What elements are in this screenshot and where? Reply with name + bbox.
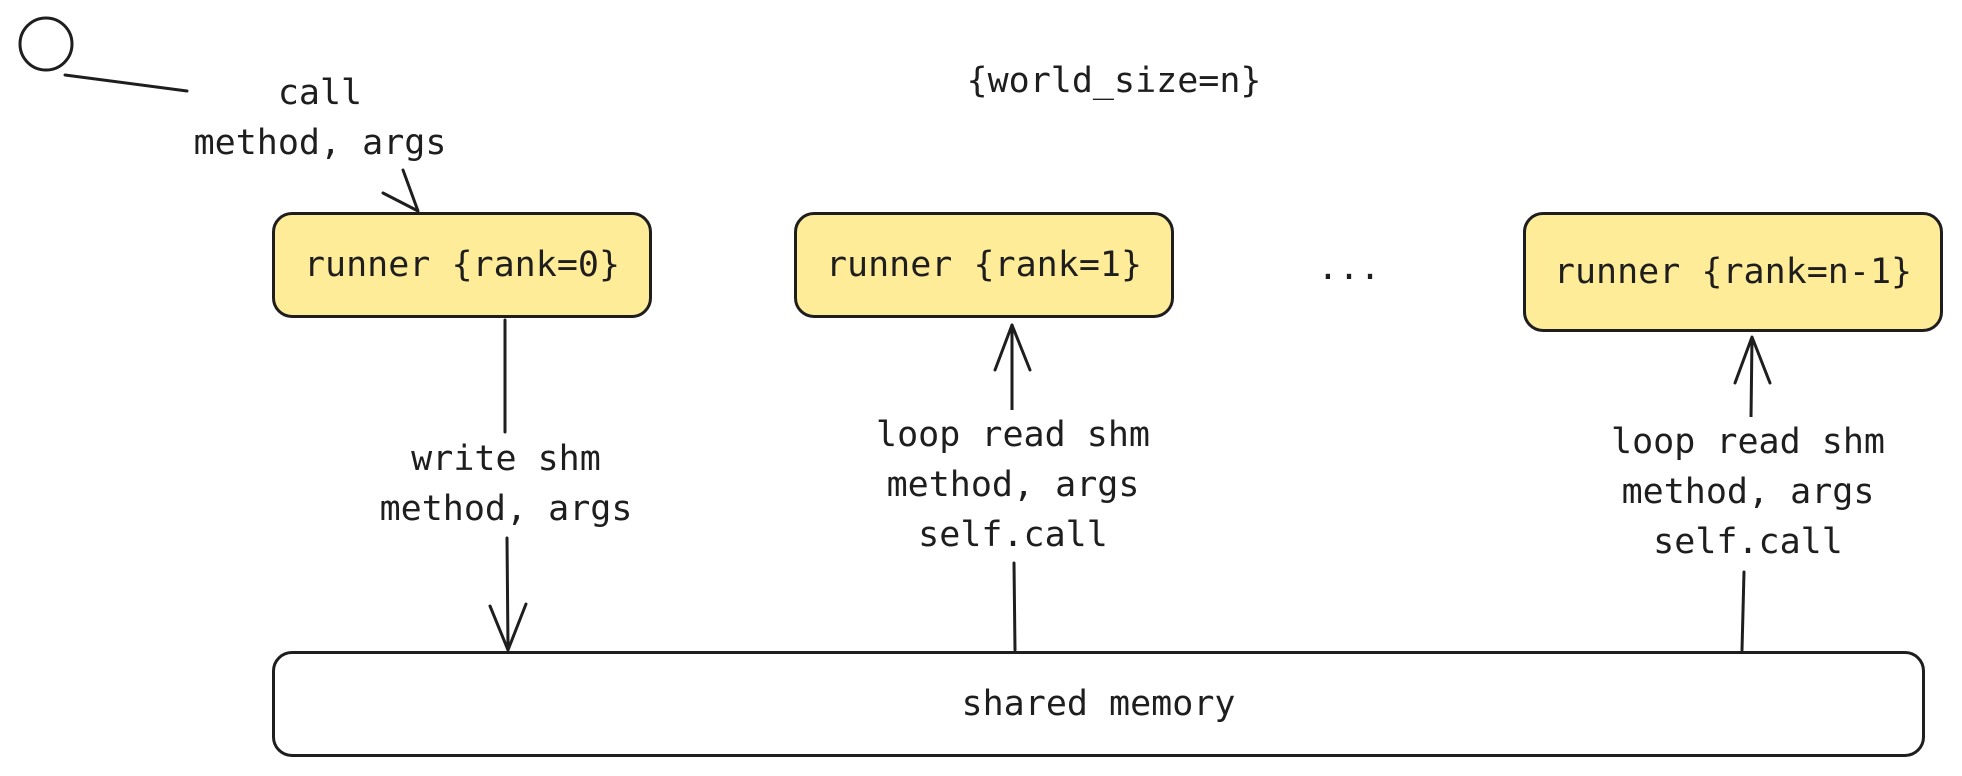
edge-write-bottom [505,536,510,650]
runner-rank-1-box: runner {rank=1} [794,212,1174,318]
actor-call-label: call method, args [193,68,447,168]
runner-rank-1-label: runner {rank=1} [825,245,1143,285]
runner-rank-n-1-box: runner {rank=n-1} [1523,212,1943,332]
edge-read-n1-bottom [1740,570,1746,652]
actor-line [63,73,189,93]
shared-memory-label: shared memory [961,684,1236,724]
actor-circle-icon [18,16,74,72]
edge-read-n1-arrowhead [1733,335,1772,385]
shared-memory-box: shared memory [272,651,1925,757]
ellipsis: ... [1317,248,1381,288]
actor-arrowhead [381,168,420,213]
edge-read-1-arrowhead [993,323,1032,372]
edge-read-1-label: loop read shm method, args self.call [876,410,1150,560]
runner-rank-0-box: runner {rank=0} [272,212,652,318]
runner-rank-0-label: runner {rank=0} [303,245,621,285]
edge-write-label: write shm method, args [379,434,633,534]
edge-write-arrowhead [488,602,528,652]
runner-rank-n-1-label: runner {rank=n-1} [1553,252,1913,292]
world-size-label: {world_size=n} [966,56,1262,106]
edge-read-1-bottom [1012,561,1017,652]
edge-read-n1-label: loop read shm method, args self.call [1611,417,1885,567]
edge-read-n1-top [1749,336,1754,420]
